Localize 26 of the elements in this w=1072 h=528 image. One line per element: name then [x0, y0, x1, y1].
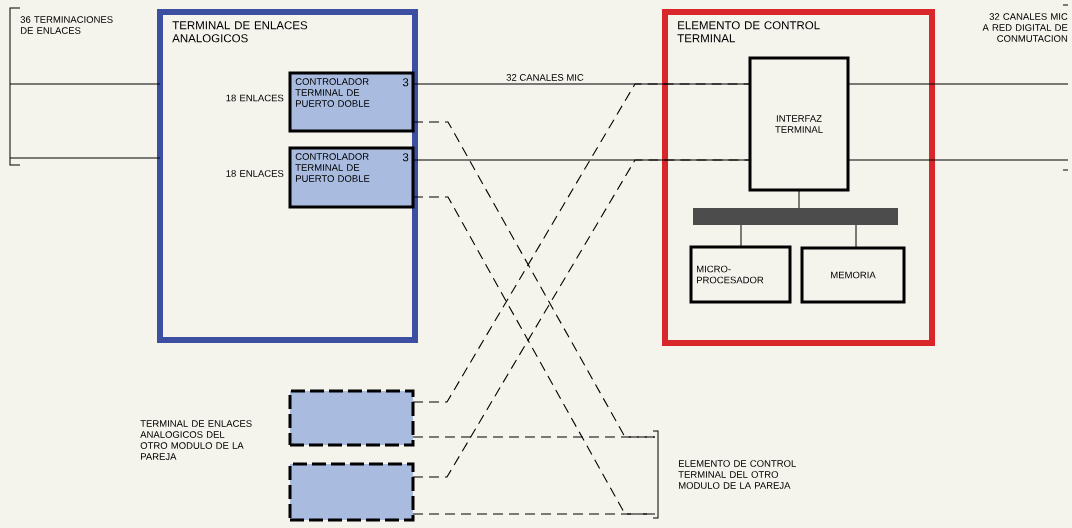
dashed-box [288, 462, 415, 522]
bus-bar [693, 208, 898, 225]
dashed-box [288, 389, 415, 447]
note-text: TERMINAL DE ENLACES ANALOGICOS DEL OTRO MODULO DE LA PAREJA [140, 420, 252, 460]
node-label: 18 ENLACES [226, 94, 284, 102]
process-box: INTERFAZ TERMINAL [748, 56, 850, 192]
controller-box: CONTROLADOR TERMINAL DE PUERTO DOBLE 3 18 ENLACES [226, 71, 415, 133]
connector-line [740, 224, 742, 248]
bracket-label: ELEMENTO DE CONTROL TERMINAL DEL OTRO MODULO DE LA PAREJA [652, 430, 796, 519]
dashed-line [412, 83, 751, 403]
dashed-line [412, 436, 656, 438]
bracket-label: 32 CANALES MIC A RED DIGITAL DE CONMUTACION [982, 4, 1069, 171]
dashed-line [412, 159, 751, 478]
edge-label: 32 CANALES MIC [505, 73, 585, 82]
node-label: 18 ENLACES [226, 170, 284, 177]
dashed-line [412, 513, 656, 515]
bracket-label: 36 TERMINACIONES DE ENLACES [9, 7, 113, 166]
process-box: MICRO-PROCESADOR [689, 245, 792, 304]
connector-line [847, 83, 1069, 85]
connector-line [9, 83, 161, 85]
connector-line [798, 189, 800, 209]
process-box: MEMORIA [800, 246, 906, 304]
connector-line [855, 224, 857, 249]
connector-line [847, 159, 1069, 161]
connector-line [9, 157, 161, 159]
controller-box: CONTROLADOR TERMINAL DE PUERTO DOBLE 3 18 ENLACES [226, 146, 415, 209]
